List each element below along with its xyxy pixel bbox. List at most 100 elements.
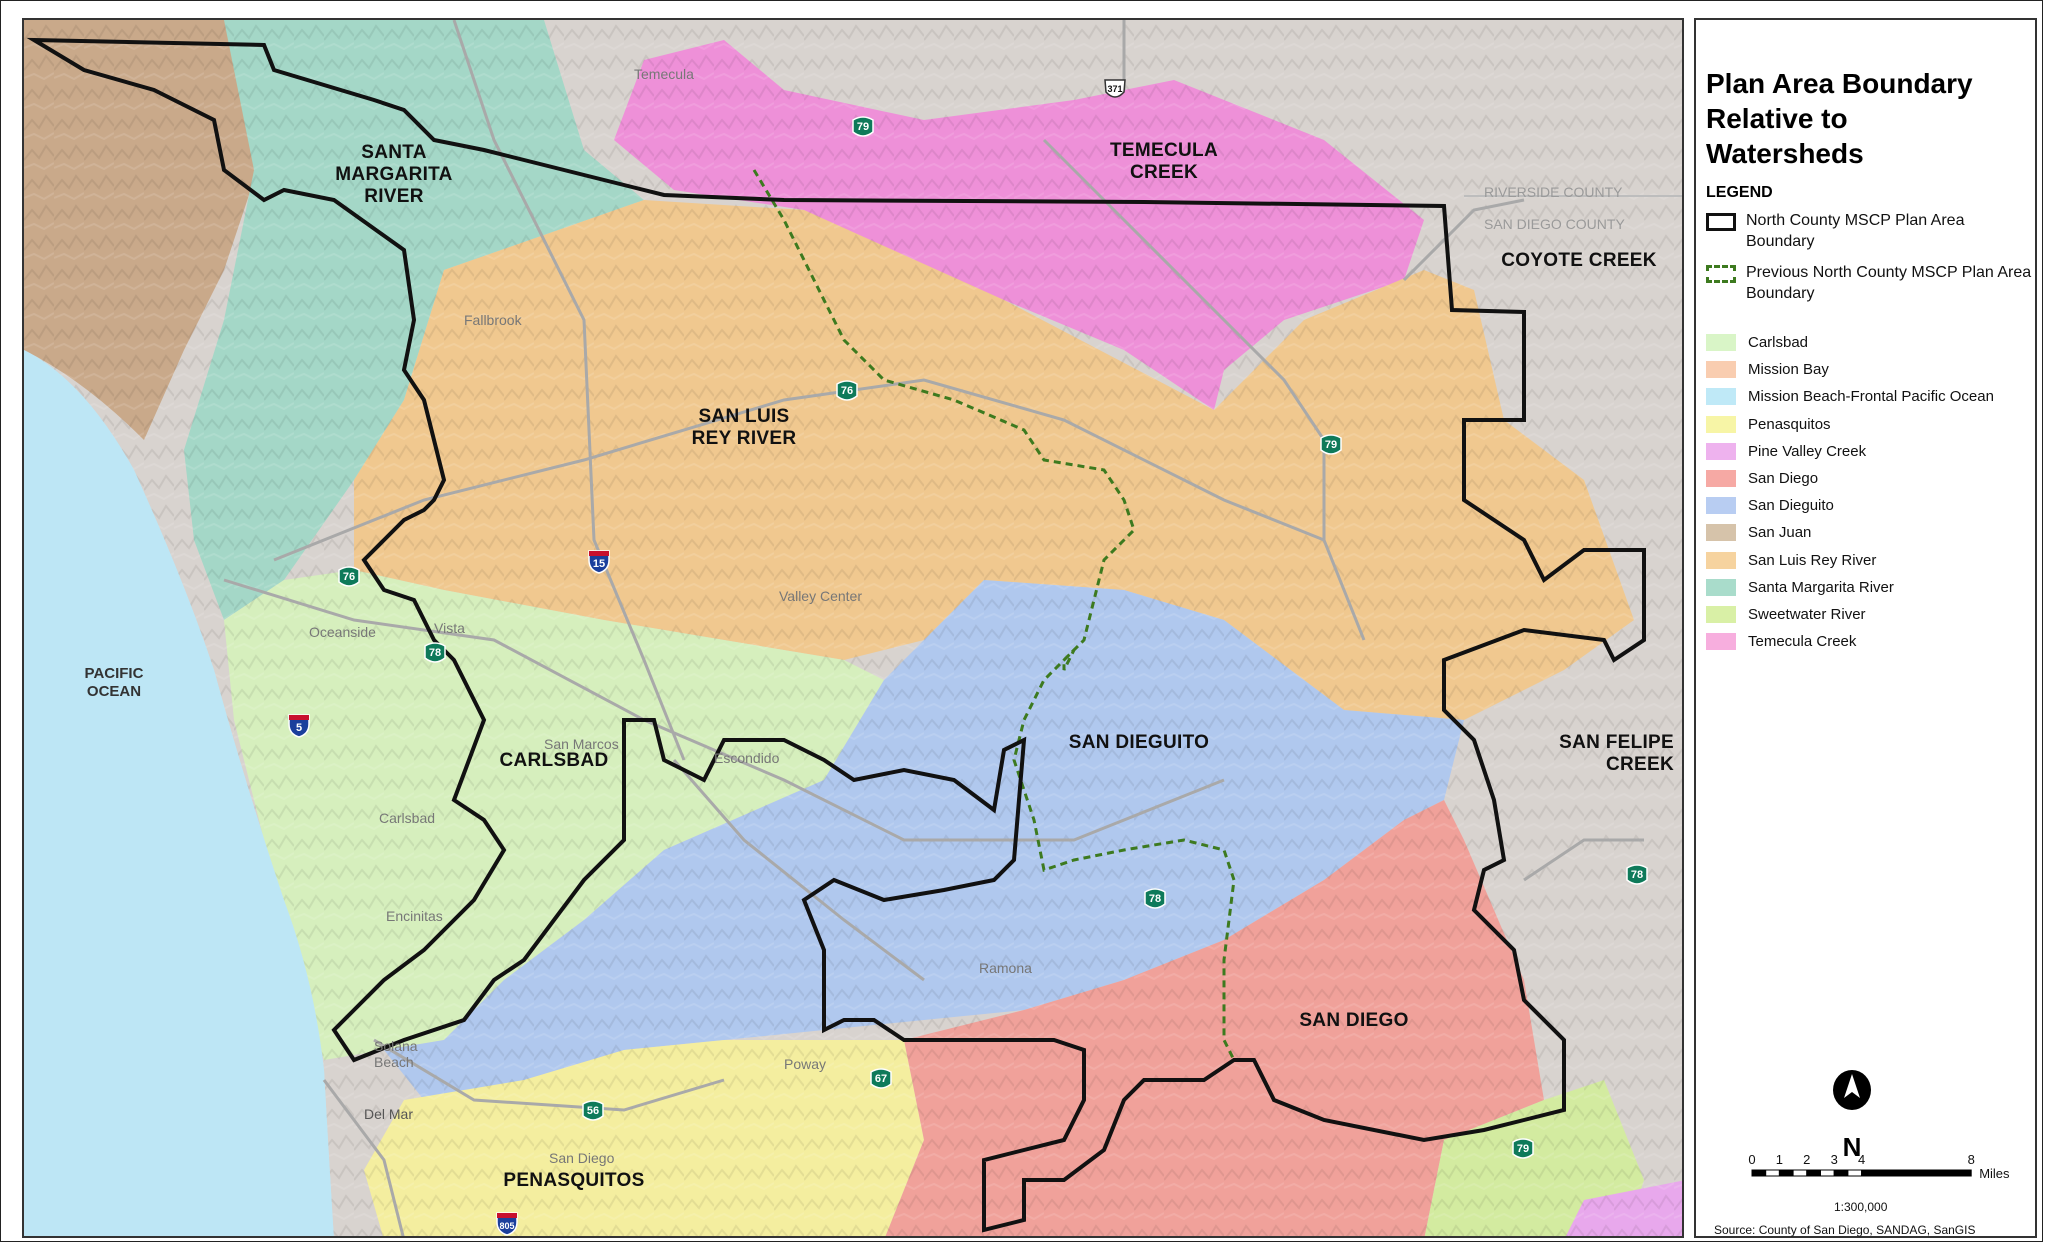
legend-heading: LEGEND	[1706, 184, 1773, 201]
highway-shield-78-east: 78	[1624, 862, 1650, 888]
color-swatch	[1706, 633, 1736, 651]
color-swatch	[1706, 470, 1736, 487]
legend-watershed-label: Sweetwater River	[1748, 606, 1866, 623]
place-vista: Vista	[434, 620, 465, 636]
scale-ratio: 1:300,000	[1834, 1200, 1888, 1214]
color-swatch	[1706, 551, 1736, 569]
ocean-overlay	[24, 350, 334, 1236]
legend-watershed-item: Pine Valley Creek	[1706, 441, 1866, 462]
label-coyote-creek: COYOTE CREEK	[1501, 250, 1657, 271]
place-carlsbad: Carlsbad	[379, 810, 436, 826]
color-swatch	[1706, 388, 1736, 406]
legend-item-previous-boundary: Previous North County MSCP Plan Area Bou…	[1706, 262, 2036, 304]
legend-watershed-label: San Diego	[1748, 470, 1819, 487]
map-panel[interactable]: SANTA MARGARITA RIVER TEMECULA CREEK COY…	[22, 18, 1684, 1238]
color-swatch	[1706, 524, 1736, 542]
label-san-diego: SAN DIEGO	[1299, 1010, 1409, 1031]
scale-segment	[1806, 1169, 1822, 1177]
place-san-diego: San Diego	[549, 1150, 615, 1166]
label-san-luis-rey: SAN LUIS REY RIVER	[691, 406, 797, 449]
north-label: N	[1843, 1132, 1862, 1160]
highway-shield-371: 371	[1102, 76, 1128, 102]
legend-watershed-label: Pine Valley Creek	[1748, 442, 1867, 460]
solid-boundary-symbol	[1706, 213, 1736, 231]
color-swatch	[1706, 442, 1736, 460]
place-poway: Poway	[784, 1056, 827, 1072]
legend-watershed-item: Temecula Creek	[1706, 631, 1856, 652]
label-san-felipe-creek: SAN FELIPE CREEK	[1559, 732, 1674, 775]
label-temecula-creek: TEMECULA CREEK	[1110, 140, 1218, 183]
legend-watershed-label: San Luis Rey River	[1748, 551, 1877, 569]
legend-watershed-label: Santa Margarita River	[1748, 578, 1894, 596]
highway-shield-i805: 805	[494, 1210, 520, 1236]
legend-title: Plan Area Boundary Relative to Watershed…	[1706, 68, 1973, 169]
road-network	[223, 20, 1644, 1236]
label-san-dieguito: SAN DIEGUITO	[1068, 732, 1210, 753]
place-valley-center: Valley Center	[779, 588, 863, 604]
legend-watershed-item: Penasquitos	[1706, 414, 1831, 435]
legend-watershed-item: San Luis Rey River	[1706, 550, 1876, 571]
scale-tick-label: 2	[1803, 1152, 1810, 1167]
scale-tick-label: 0	[1748, 1152, 1755, 1167]
color-swatch	[1706, 606, 1736, 623]
legend-item-plan-boundary: North County MSCP Plan Area Boundary	[1706, 210, 2036, 252]
legend-watershed-item: San Diego	[1706, 468, 1818, 489]
scale-tick-label: 3	[1831, 1152, 1838, 1167]
highway-shield-79-north: 79	[850, 114, 876, 140]
legend-watershed-label: Penasquitos	[1748, 415, 1831, 433]
previous-plan-boundary	[752, 169, 1236, 1061]
dashed-boundary-symbol	[1706, 265, 1736, 283]
legend-watershed-item: San Juan	[1706, 522, 1811, 543]
scale-tick-label: 4	[1858, 1152, 1865, 1167]
place-ramona: Ramona	[979, 960, 1032, 976]
label-san-diego-county: SAN DIEGO COUNTY	[1484, 216, 1625, 232]
legend-watershed-item: Sweetwater River	[1706, 604, 1866, 625]
north-arrow-icon: N	[1833, 1070, 1871, 1160]
color-swatch	[1706, 334, 1736, 351]
legend-watershed-label: Temecula Creek	[1748, 633, 1857, 651]
scale-segment	[1751, 1169, 1767, 1177]
highway-shield-78-west: 78	[422, 640, 448, 666]
legend-watershed-item: Carlsbad	[1706, 332, 1808, 353]
legend-item-label: Previous North County MSCP Plan Area Bou…	[1746, 264, 2032, 302]
legend-watershed-item: Mission Bay	[1706, 359, 1829, 380]
legend-watershed-label: Carlsbad	[1748, 334, 1809, 351]
legend-watershed-label: Mission Bay	[1748, 361, 1829, 379]
highway-shield-78-ramona: 78	[1142, 886, 1168, 912]
scale-segment	[1820, 1169, 1835, 1177]
color-swatch	[1706, 578, 1736, 596]
scale-segment	[1778, 1169, 1794, 1177]
color-swatch	[1706, 497, 1736, 515]
highway-shield-67: 67	[868, 1066, 894, 1092]
label-santa-margarita: SANTA MARGARITA RIVER	[335, 142, 453, 207]
color-swatch	[1706, 361, 1736, 379]
highway-shield-76-west: 76	[336, 564, 362, 590]
plan-area-boundary	[26, 37, 1646, 1233]
watershed-map	[24, 20, 1682, 1236]
highway-shield-76-east: 76	[834, 378, 860, 404]
highway-shield-i15: 15	[586, 548, 612, 574]
color-swatch	[1706, 415, 1736, 433]
scale-segment	[1833, 1169, 1849, 1177]
place-temecula: Temecula	[634, 66, 694, 82]
scale-unit-label: Miles	[1979, 1166, 2010, 1181]
legend-panel: Plan Area Boundary Relative to Watershed…	[1694, 18, 2037, 1238]
label-pacific-ocean: PACIFIC OCEAN	[84, 665, 144, 700]
legend-watershed-item: Santa Margarita River	[1706, 577, 1894, 598]
place-del-mar: Del Mar	[364, 1106, 414, 1122]
highway-shield-79-mid: 79	[1318, 432, 1344, 458]
place-escondido: Escondido	[714, 750, 780, 766]
place-encinitas: Encinitas	[386, 908, 443, 924]
place-oceanside: Oceanside	[309, 624, 376, 640]
label-penasquitos: PENASQUITOS	[503, 1170, 645, 1191]
place-san-marcos: San Marcos	[544, 736, 619, 752]
legend-watershed-item: San Dieguito	[1706, 495, 1834, 516]
legend-watershed-item: Mission Beach-Frontal Pacific Ocean	[1706, 386, 1994, 407]
label-carlsbad: CARLSBAD	[499, 750, 609, 771]
highway-shield-i5: 5	[286, 712, 312, 738]
scale-tick-label: 8	[1968, 1152, 1975, 1167]
highway-shield-79-south: 79	[1510, 1136, 1536, 1162]
place-solana-beach: Solana Beach	[374, 1038, 418, 1070]
scale-segment	[1765, 1169, 1780, 1177]
legend-watershed-label: San Dieguito	[1748, 497, 1834, 515]
